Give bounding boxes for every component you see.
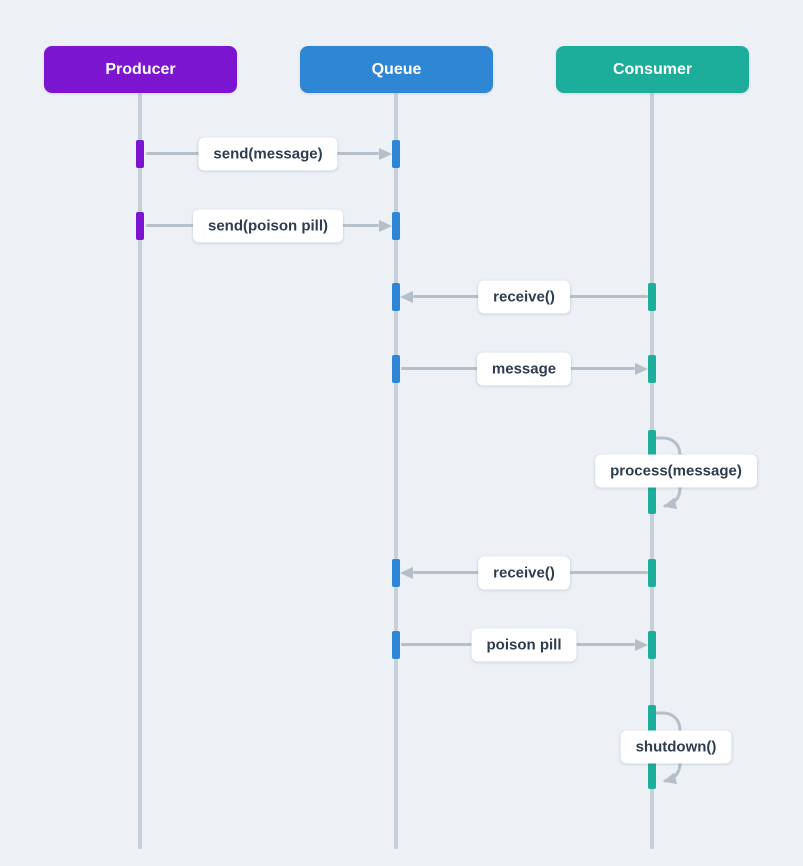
message-label: send(message) <box>198 137 338 171</box>
activation-consumer <box>648 631 656 659</box>
activation-consumer <box>648 559 656 587</box>
actor-box-consumer: Consumer <box>556 46 749 93</box>
message-label: receive() <box>478 556 570 590</box>
self-call-arrow-icon <box>654 711 682 785</box>
arrowhead-right-icon <box>635 363 648 375</box>
activation-producer <box>136 212 144 240</box>
activation-queue <box>392 140 400 168</box>
arrowhead-right-icon <box>379 148 392 160</box>
message-label: receive() <box>478 280 570 314</box>
lifeline-queue <box>394 93 398 849</box>
actor-box-producer: Producer <box>44 46 237 93</box>
actor-box-queue: Queue <box>300 46 493 93</box>
lifeline-producer <box>138 93 142 849</box>
arrowhead-right-icon <box>635 639 648 651</box>
activation-queue <box>392 212 400 240</box>
activation-queue <box>392 355 400 383</box>
message-label: message <box>476 352 572 386</box>
actor-label-queue: Queue <box>371 60 422 78</box>
activation-queue <box>392 559 400 587</box>
actor-label-producer: Producer <box>105 60 176 78</box>
arrowhead-left-icon <box>400 567 413 579</box>
message-label: process(message) <box>595 454 757 488</box>
activation-queue <box>392 631 400 659</box>
message-label: send(poison pill) <box>193 209 343 243</box>
activation-producer <box>136 140 144 168</box>
message-label: poison pill <box>471 628 577 662</box>
activation-consumer <box>648 283 656 311</box>
arrowhead-left-icon <box>400 291 413 303</box>
activation-consumer <box>648 355 656 383</box>
arrowhead-right-icon <box>379 220 392 232</box>
message-label: shutdown() <box>620 730 732 764</box>
activation-queue <box>392 283 400 311</box>
actor-label-consumer: Consumer <box>612 60 693 78</box>
